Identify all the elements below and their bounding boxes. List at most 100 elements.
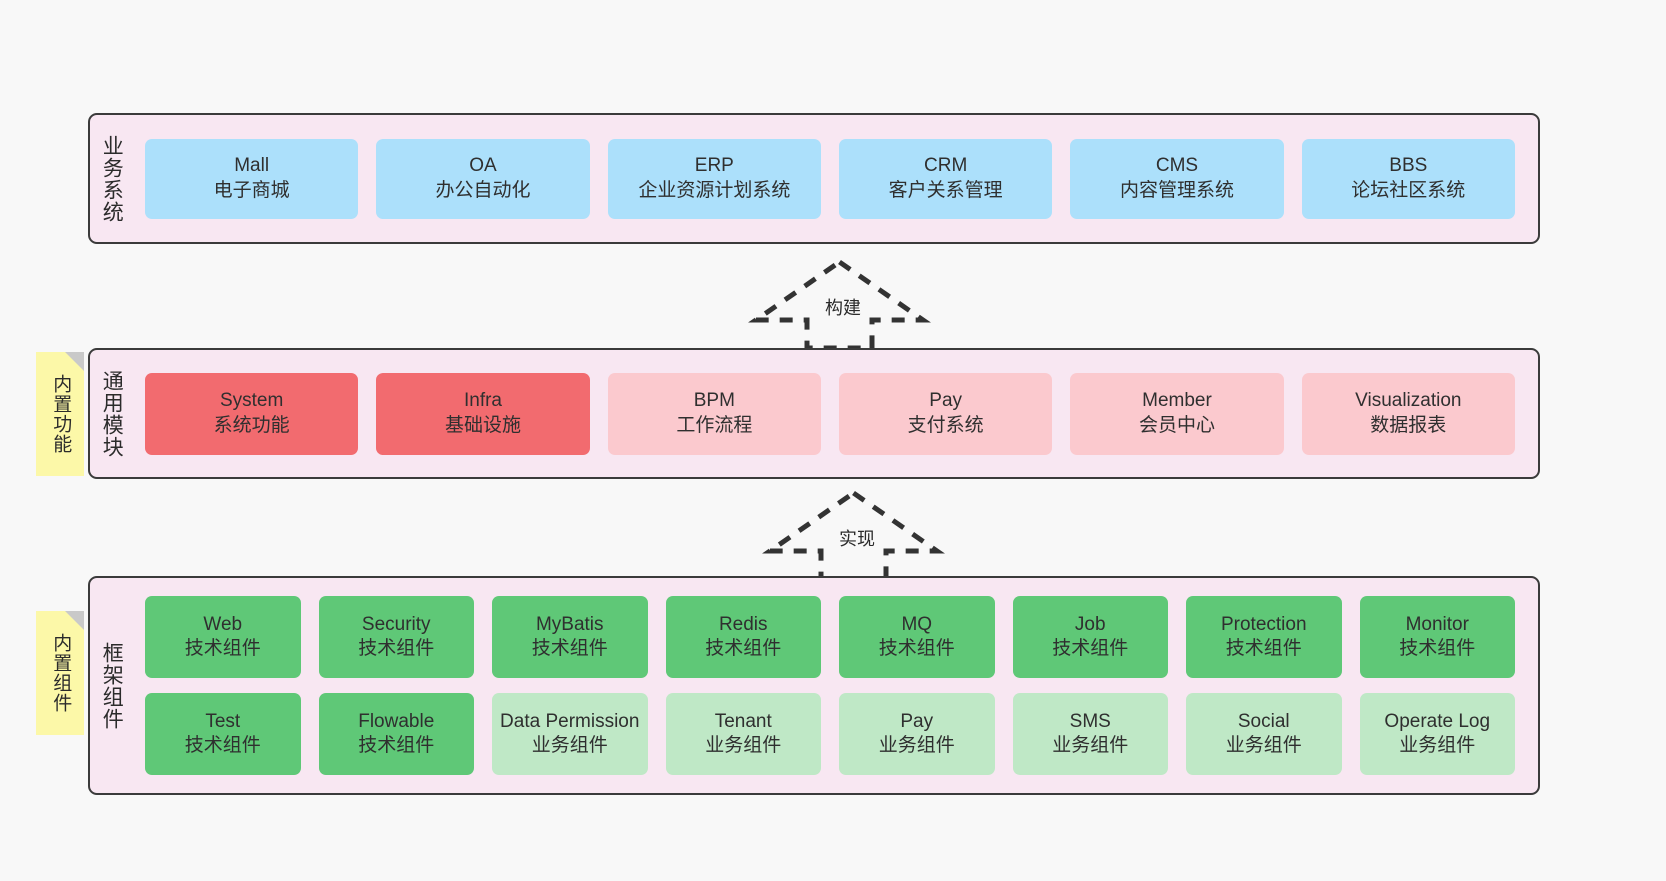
module-card-member[interactable]: Member 会员中心 <box>1070 372 1284 455</box>
card-title: SMS <box>1069 710 1111 732</box>
card-subtitle: 企业资源计划系统 <box>638 179 791 201</box>
framework-card-tenant[interactable]: Tenant 业务组件 <box>665 693 821 775</box>
card-title: Mall <box>234 155 270 177</box>
card-subtitle: 论坛社区系统 <box>1351 179 1466 201</box>
framework-card-sms[interactable]: SMS 业务组件 <box>1012 693 1168 775</box>
card-title: Job <box>1074 613 1106 635</box>
framework-card-monitor[interactable]: Monitor 技术组件 <box>1359 596 1515 678</box>
card-title: Visualization <box>1355 390 1462 412</box>
sticky-note-builtin-components: 内置组件 <box>36 611 84 735</box>
card-subtitle: 技术组件 <box>358 638 435 659</box>
framework-card-flowable[interactable]: Flowable 技术组件 <box>318 693 474 775</box>
card-title: Protection <box>1220 613 1307 635</box>
card-subtitle: 工作流程 <box>676 414 753 436</box>
card-title: Test <box>205 710 241 732</box>
common-modules-layer: 通用模块 System 系统功能 Infra 基础设施 BPM 工作流程 Pay… <box>88 348 1540 479</box>
card-title: Member <box>1142 390 1212 412</box>
framework-card-security[interactable]: Security 技术组件 <box>318 596 474 678</box>
card-subtitle: 技术组件 <box>1225 638 1302 659</box>
card-title: Pay <box>900 710 934 732</box>
framework-card-pay[interactable]: Pay 业务组件 <box>839 693 995 775</box>
card-subtitle: 技术组件 <box>878 638 955 659</box>
module-card-system[interactable]: System 系统功能 <box>145 372 359 455</box>
card-subtitle: 技术组件 <box>1052 638 1129 659</box>
card-title: Infra <box>463 390 502 412</box>
business-card-crm[interactable]: CRM 客户关系管理 <box>838 138 1053 219</box>
card-subtitle: 技术组件 <box>184 638 261 659</box>
business-card-bbs[interactable]: BBS 论坛社区系统 <box>1301 138 1515 219</box>
card-subtitle: 技术组件 <box>184 735 261 756</box>
framework-components-layer: 框架组件 Web 技术组件 Security 技术组件 MyBatis 技术组件… <box>88 576 1540 795</box>
card-subtitle: 办公自动化 <box>435 179 531 201</box>
card-title: Pay <box>929 390 963 412</box>
card-subtitle: 支付系统 <box>907 414 984 436</box>
card-subtitle: 内容管理系统 <box>1119 179 1234 201</box>
card-subtitle: 数据报表 <box>1370 414 1447 436</box>
framework-row-tech: Web 技术组件 Security 技术组件 MyBatis 技术组件 Redi… <box>136 596 1524 678</box>
card-title: MQ <box>901 613 933 635</box>
card-subtitle: 客户关系管理 <box>888 179 1003 201</box>
card-subtitle: 业务组件 <box>531 735 608 756</box>
card-subtitle: 业务组件 <box>1052 735 1129 756</box>
business-system-cards: Mall 电子商城 OA 办公自动化 ERP 企业资源计划系统 CRM 客户关系… <box>132 115 1538 242</box>
card-subtitle: 业务组件 <box>1399 735 1476 756</box>
card-title: Social <box>1237 710 1290 732</box>
card-title: Operate Log <box>1384 710 1491 732</box>
card-title: Security <box>361 613 431 635</box>
common-modules-layer-label: 通用模块 <box>100 369 124 458</box>
card-title: CMS <box>1155 155 1199 177</box>
framework-components-grid: Web 技术组件 Security 技术组件 MyBatis 技术组件 Redi… <box>132 578 1538 793</box>
business-card-cms[interactable]: CMS 内容管理系统 <box>1070 138 1284 219</box>
card-title: System <box>219 390 284 412</box>
framework-components-layer-label: 框架组件 <box>100 641 124 730</box>
framework-card-mybatis[interactable]: MyBatis 技术组件 <box>492 596 648 678</box>
card-title: CRM <box>924 155 968 177</box>
implement-arrow: 实现 <box>762 489 945 582</box>
card-subtitle: 技术组件 <box>1399 638 1476 659</box>
card-title: Flowable <box>358 710 435 732</box>
framework-card-operate-log[interactable]: Operate Log 业务组件 <box>1359 693 1515 775</box>
framework-card-test[interactable]: Test 技术组件 <box>145 693 301 775</box>
implement-arrow-label: 实现 <box>839 529 875 549</box>
framework-row-business: Test 技术组件 Flowable 技术组件 Data Permission … <box>136 693 1524 775</box>
framework-card-social[interactable]: Social 业务组件 <box>1186 693 1342 775</box>
card-title: OA <box>469 155 497 177</box>
build-arrow-label: 构建 <box>825 298 861 318</box>
build-arrow: 构建 <box>748 258 931 351</box>
business-system-layer: 业务系统 Mall 电子商城 OA 办公自动化 ERP 企业资源计划系统 CRM… <box>88 113 1540 244</box>
module-card-pay[interactable]: Pay 支付系统 <box>838 372 1053 455</box>
card-title: ERP <box>694 155 734 177</box>
card-title: Tenant <box>714 710 772 732</box>
card-title: BBS <box>1389 155 1428 177</box>
framework-card-job[interactable]: Job 技术组件 <box>1012 596 1168 678</box>
card-subtitle: 系统功能 <box>213 414 290 436</box>
module-card-visualization[interactable]: Visualization 数据报表 <box>1301 372 1515 455</box>
common-modules-cards: System 系统功能 Infra 基础设施 BPM 工作流程 Pay 支付系统… <box>132 350 1538 477</box>
card-subtitle: 会员中心 <box>1138 414 1215 436</box>
module-card-infra[interactable]: Infra 基础设施 <box>376 372 590 455</box>
card-subtitle: 业务组件 <box>878 735 955 756</box>
card-title: Web <box>203 613 243 635</box>
module-card-bpm[interactable]: BPM 工作流程 <box>607 372 821 455</box>
card-title: Data Permission <box>500 710 640 732</box>
framework-card-data-permission[interactable]: Data Permission 业务组件 <box>492 693 648 775</box>
business-card-oa[interactable]: OA 办公自动化 <box>376 138 590 219</box>
card-subtitle: 业务组件 <box>705 735 782 756</box>
business-card-erp[interactable]: ERP 企业资源计划系统 <box>607 138 821 219</box>
card-subtitle: 业务组件 <box>1225 735 1302 756</box>
framework-card-redis[interactable]: Redis 技术组件 <box>665 596 821 678</box>
card-title: Monitor <box>1405 613 1469 635</box>
card-title: BPM <box>693 390 735 412</box>
card-subtitle: 电子商城 <box>213 179 290 201</box>
business-card-mall[interactable]: Mall 电子商城 <box>145 138 359 219</box>
framework-card-mq[interactable]: MQ 技术组件 <box>839 596 995 678</box>
framework-card-web[interactable]: Web 技术组件 <box>145 596 301 678</box>
card-title: Redis <box>718 613 768 635</box>
framework-card-protection[interactable]: Protection 技术组件 <box>1186 596 1342 678</box>
card-title: MyBatis <box>535 613 604 635</box>
card-subtitle: 基础设施 <box>444 414 521 436</box>
card-subtitle: 技术组件 <box>531 638 608 659</box>
card-subtitle: 技术组件 <box>358 735 435 756</box>
sticky-note-builtin-functions: 内置功能 <box>36 352 84 476</box>
business-system-layer-label: 业务系统 <box>100 134 124 223</box>
